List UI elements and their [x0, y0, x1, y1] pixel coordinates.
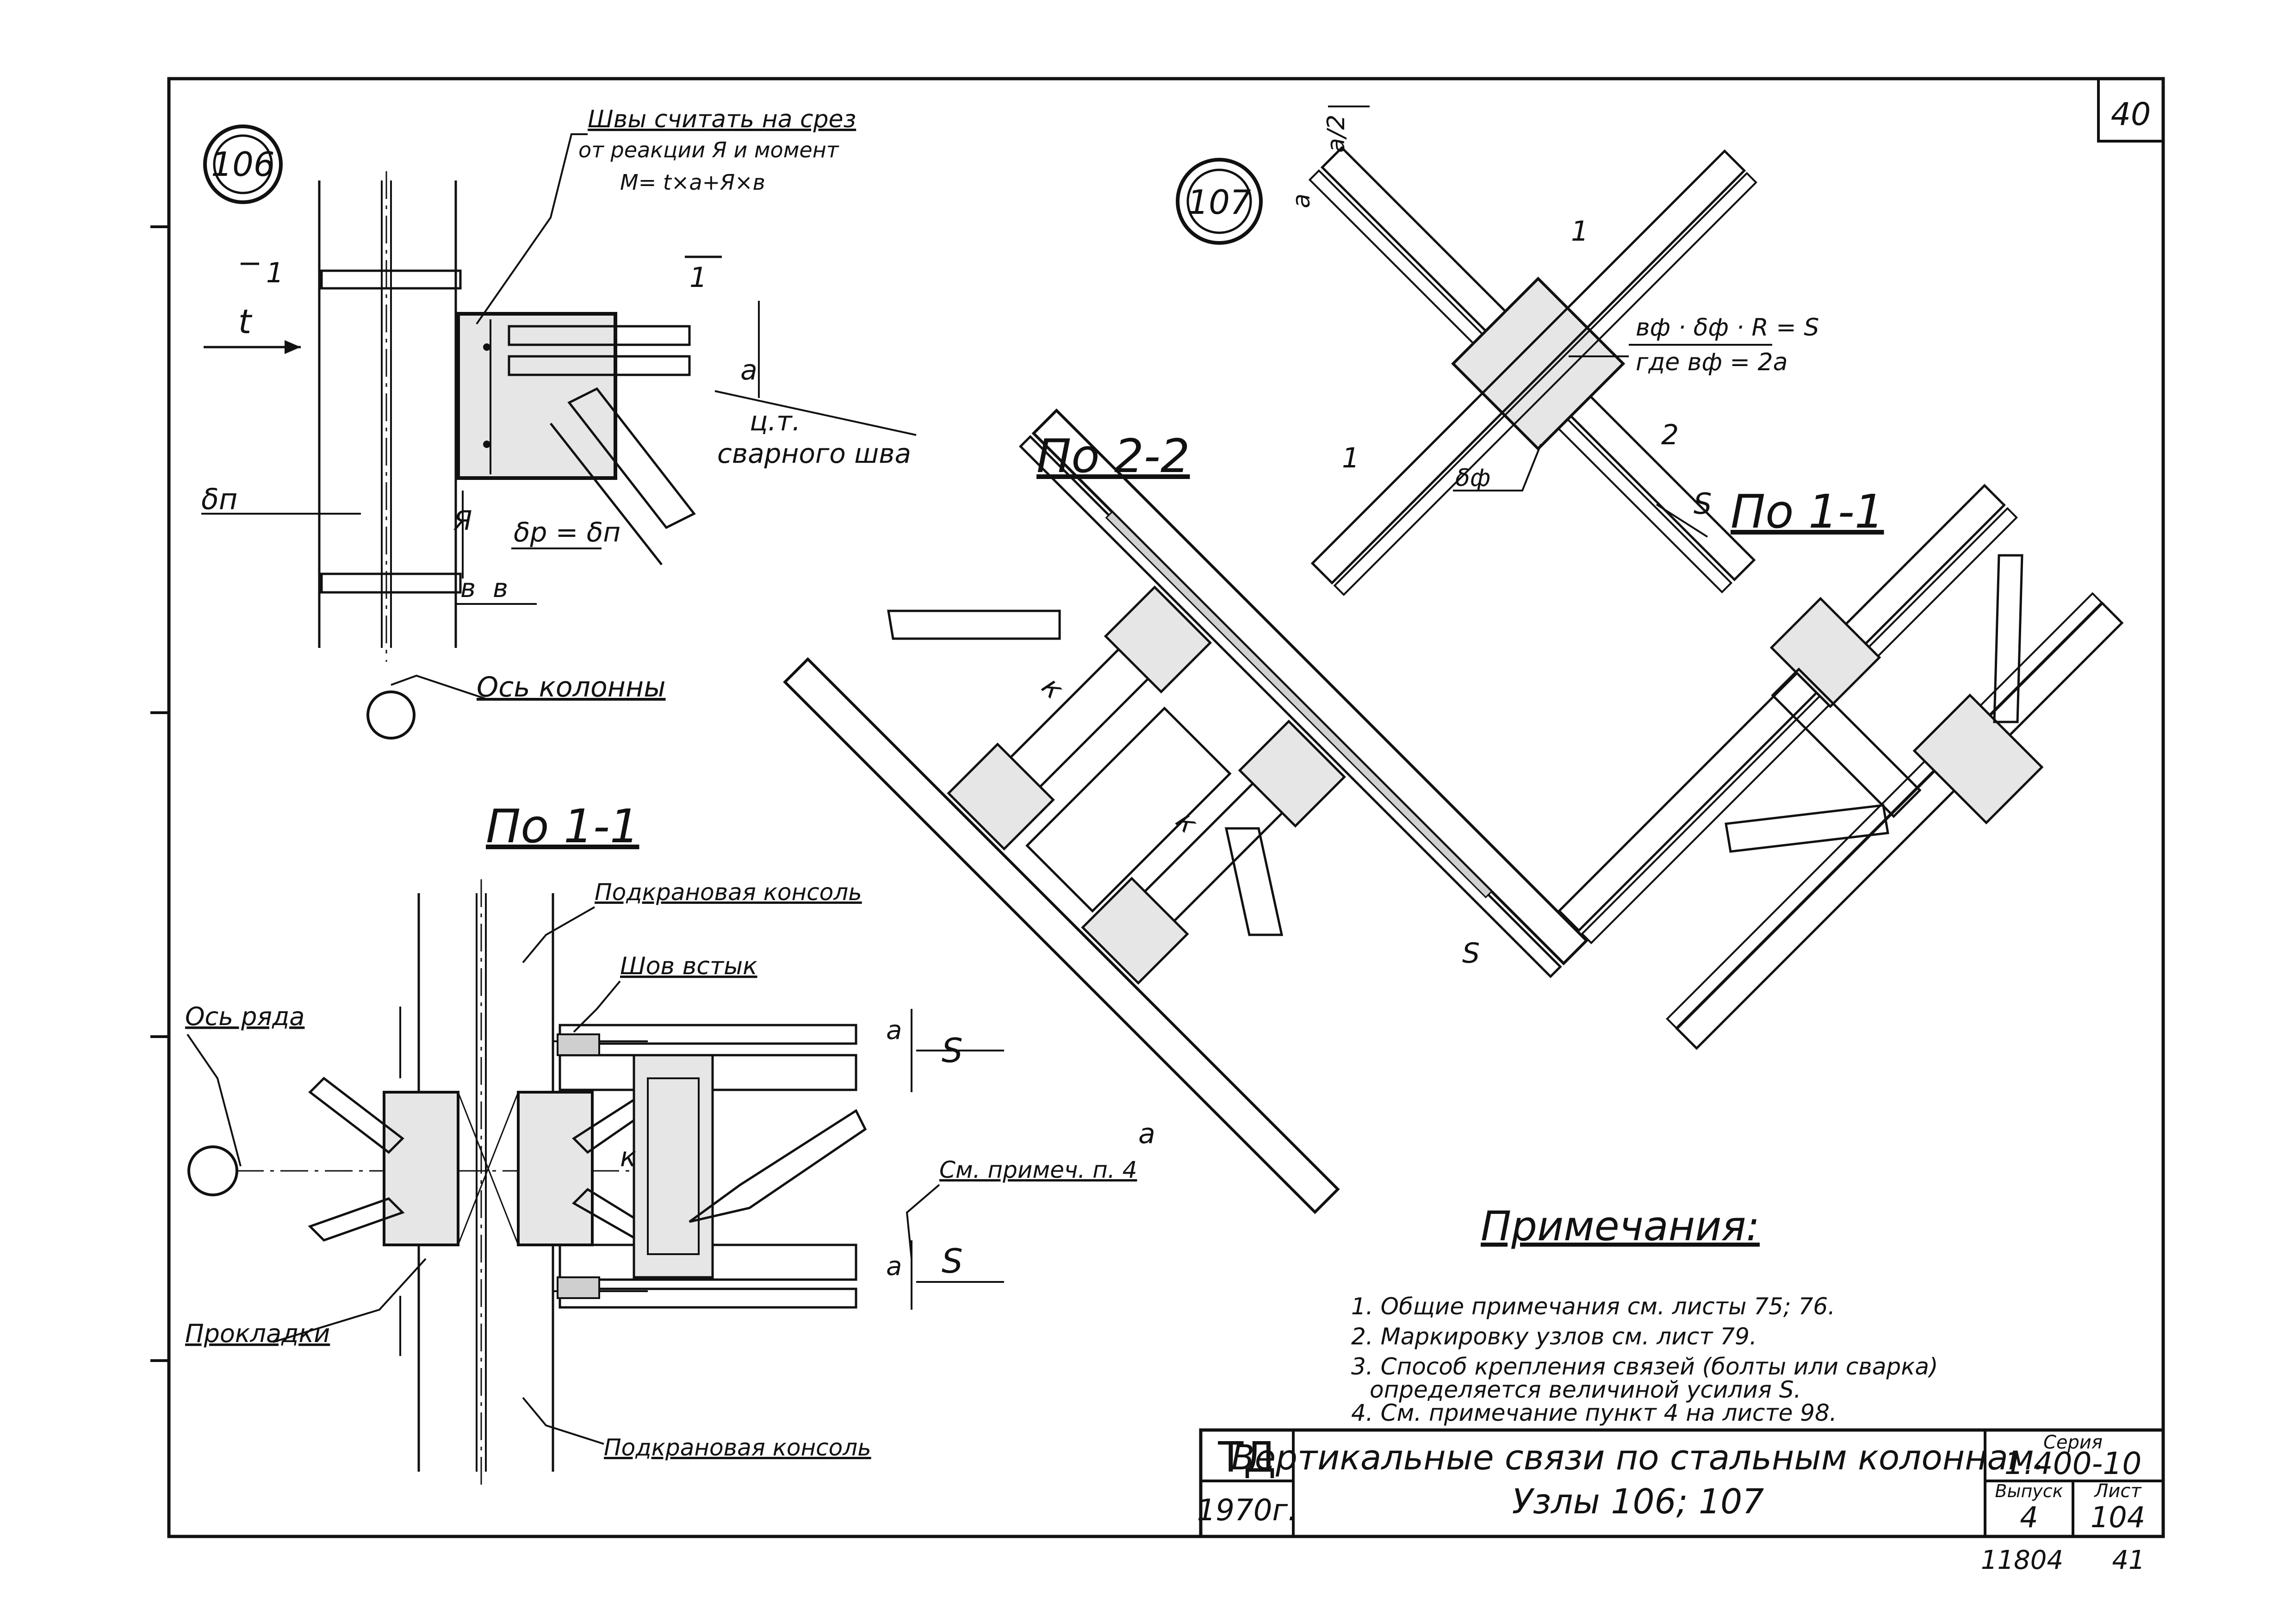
- t-force-label: t: [238, 302, 253, 341]
- note-item-3b: определяется величиной усилия S.: [1370, 1376, 1801, 1403]
- node-107-badge: [1176, 158, 1263, 245]
- sheet-value: 104: [2091, 1500, 2145, 1534]
- a-label-107: а: [1288, 193, 1316, 208]
- section-1-1-right: По 1-1: [1558, 484, 2124, 1050]
- issue-value: 4: [2020, 1500, 2038, 1534]
- butt-weld-label: Шов встык: [620, 952, 757, 980]
- notes-block: Примечания: 1. Общие примечания см. лист…: [1351, 1202, 1938, 1426]
- note-item-2: 2. Маркировку узлов см. лист 79.: [1351, 1323, 1757, 1350]
- section-mark-left: 1: [266, 257, 284, 289]
- section-1-1-right-title: По 1-1: [1731, 485, 1884, 539]
- formula-line-1: вф · δф · R = S: [1636, 314, 1819, 342]
- series-value: 1.400-10: [2004, 1446, 2142, 1481]
- sheet-frame: 40: [150, 77, 2165, 1538]
- console-top-label: Подкрановая консоль: [595, 879, 862, 906]
- s-label-2-2: S: [1462, 937, 1480, 970]
- node-107-id: 107: [1187, 183, 1251, 222]
- k-label-1: к: [1035, 671, 1070, 705]
- weld-centroid-label: ц.т.: [750, 405, 800, 437]
- see-note-label: См. примеч. п. 4: [939, 1157, 1137, 1183]
- section-1-1-left: По 1-1 Ось ряда к: [185, 799, 1137, 1490]
- bottom-number-right: 41: [2112, 1545, 2145, 1575]
- issue-label: Выпуск: [1995, 1481, 2063, 1501]
- section-2-2-title: По 2-2: [1036, 429, 1190, 483]
- s-label-bottom: S: [942, 1242, 963, 1281]
- node-106-badge: [203, 124, 283, 204]
- note-item-3: 3. Способ крепления связей (болты или св…: [1351, 1353, 1938, 1380]
- row-axis-marker: [187, 1145, 238, 1196]
- series-label: Серия: [2043, 1432, 2103, 1453]
- formula-line-2: где вф = 2а: [1636, 348, 1787, 376]
- v-dim-1: в: [460, 573, 476, 603]
- s-label-107: S: [1694, 487, 1712, 521]
- a-dim-label: а: [740, 354, 757, 386]
- mark-1-top: 1: [1571, 215, 1589, 248]
- a-dim-2-2: а: [1138, 1118, 1155, 1150]
- weld-note-line-1: Швы считать на срез: [588, 106, 856, 133]
- title-line-2: Узлы 106; 107: [1512, 1482, 1764, 1522]
- sheet-number-top: 40: [2111, 96, 2151, 133]
- spacers-label: Прокладки: [185, 1319, 330, 1348]
- node-106: 106 1 1 t а ц.т. сварного: [201, 106, 917, 740]
- column-axis-marker: [366, 690, 416, 740]
- note-item-1: 1. Общие примечания см. листы 75; 76.: [1351, 1293, 1835, 1320]
- df-label: δф: [1455, 464, 1490, 492]
- title-line-1: Вертикальные связи по стальным колоннам.: [1231, 1438, 2045, 1478]
- dr-label: δр = δп: [514, 516, 621, 548]
- a2-label: а/2: [1322, 115, 1350, 153]
- k-label-2: к: [1169, 805, 1204, 839]
- mark-2: 2: [1661, 419, 1679, 451]
- note-item-4: 4. См. примечание пункт 4 на листе 98.: [1351, 1399, 1837, 1426]
- weld-note-line-2: от реакции Я и момент: [578, 137, 839, 162]
- section-1-1-left-title: По 1-1: [486, 799, 639, 853]
- bottom-number-left: 11804: [1981, 1545, 2063, 1575]
- weld-note-line-3: М= t×a+Я×в: [620, 170, 765, 195]
- notes-title: Примечания:: [1481, 1202, 1760, 1250]
- console-bottom-label: Подкрановая консоль: [604, 1434, 871, 1461]
- title-org: ТД: [1217, 1433, 1276, 1482]
- row-axis-label: Ось ряда: [185, 1002, 304, 1031]
- v-dim-2: в: [493, 573, 508, 603]
- mark-1-bottom: 1: [1342, 442, 1359, 474]
- column-axis-label: Ось колонны: [477, 671, 666, 703]
- a-dim-bottom: а: [886, 1251, 902, 1281]
- sheet-label: Лист: [2093, 1480, 2142, 1502]
- dp-label: δп: [201, 482, 237, 516]
- section-2-2: По 2-2 к к а S: [783, 408, 1589, 1214]
- k-label: к: [620, 1141, 636, 1173]
- title-block: ТД 1970г. Вертикальные связи по стальным…: [1197, 1428, 2165, 1538]
- weld-label: сварного шва: [717, 438, 911, 469]
- a-dim-top: а: [886, 1015, 902, 1045]
- section-mark-right: 1: [689, 261, 707, 294]
- title-year: 1970г.: [1197, 1493, 1297, 1528]
- node-107: 107 а/2 а 1 1 2 вф · δф · R = S где вф =…: [1176, 106, 1819, 596]
- node-106-id: 106: [211, 145, 274, 184]
